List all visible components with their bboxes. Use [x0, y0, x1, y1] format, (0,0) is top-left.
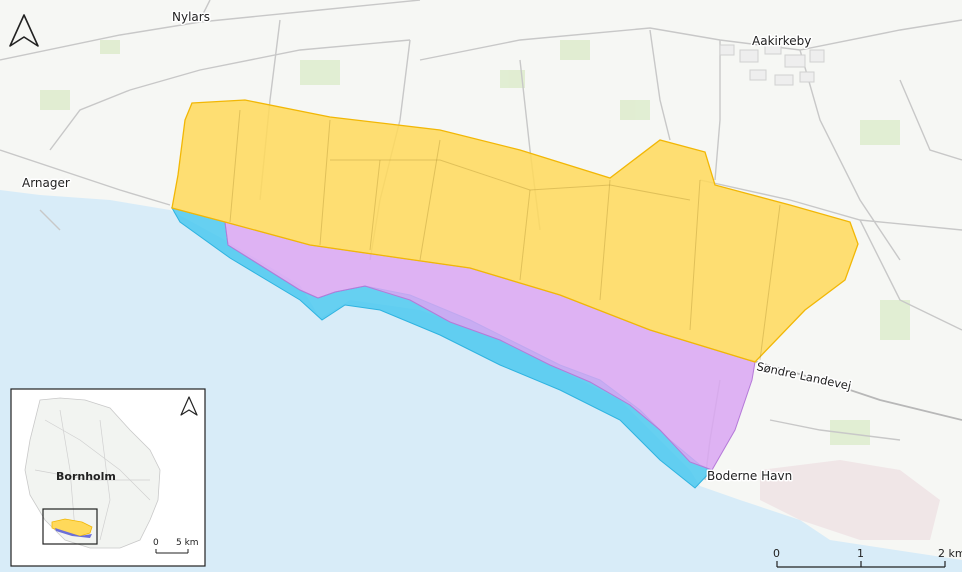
inset-extent-box	[42, 508, 98, 545]
inset-scale-5: 5 km	[176, 538, 199, 548]
yellow-zone[interactable]	[171, 99, 859, 363]
inset-island-label: Bornholm	[56, 470, 116, 483]
scale-tick-2: 2 km	[938, 547, 962, 560]
aakirkeby-town	[719, 39, 825, 86]
inset-north-arrow-icon	[180, 396, 198, 416]
label-boderne-havn: Boderne Havn	[707, 469, 792, 483]
scale-tick-0: 0	[773, 547, 780, 560]
label-nylars: Nylars	[172, 10, 210, 24]
scale-tick-1: 1	[857, 547, 864, 560]
inset-scale-0: 0	[153, 538, 159, 548]
roads	[0, 0, 962, 481]
label-aakirkeby: Aakirkeby	[752, 34, 811, 48]
label-arnager: Arnager	[22, 176, 70, 190]
field-patches	[40, 40, 910, 445]
sea	[0, 190, 962, 572]
parcel-lines	[229, 109, 781, 361]
inset-map: Bornholm 0 5 km	[10, 388, 206, 567]
scale-bar: 0 1 2 km	[773, 547, 962, 568]
north-arrow-icon	[9, 14, 39, 47]
inset-island	[24, 397, 161, 549]
heath-area	[760, 460, 940, 540]
inset-roads	[34, 409, 151, 541]
